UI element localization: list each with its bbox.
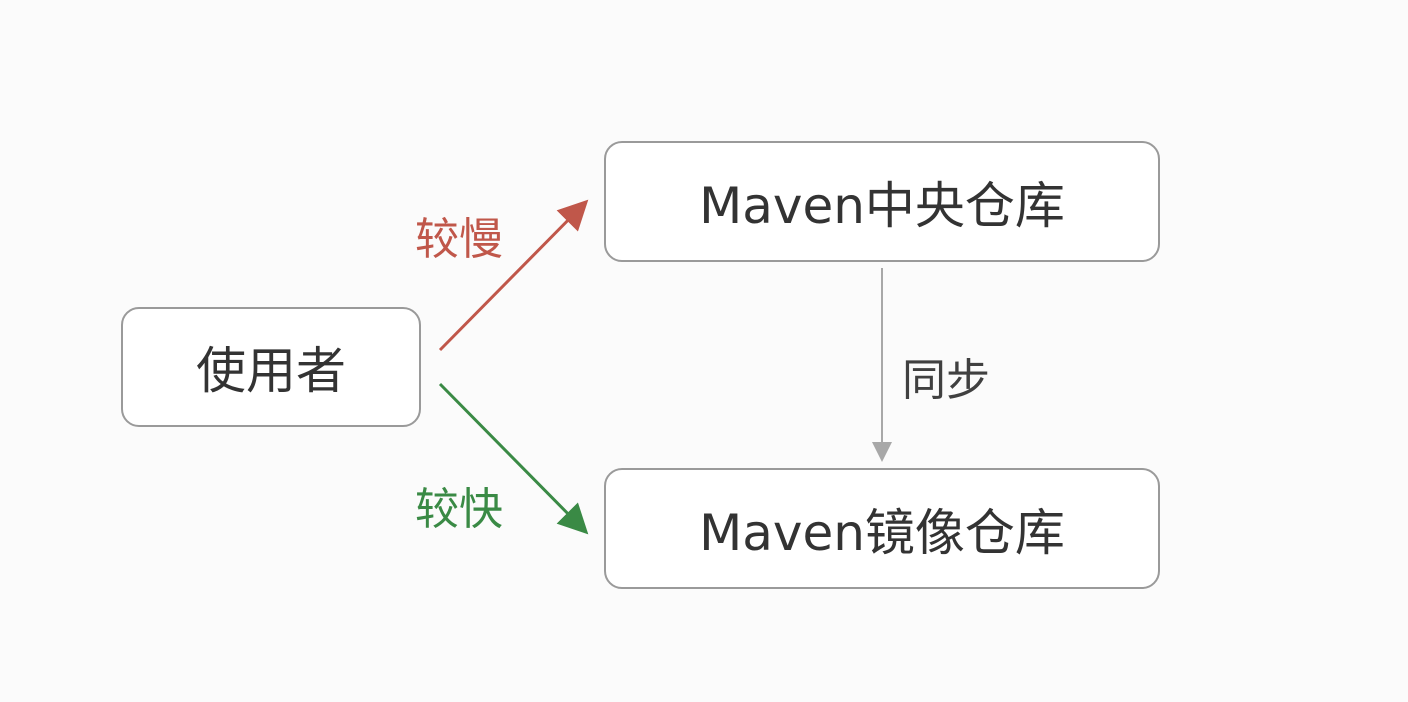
sync-edge-label: 同步 bbox=[902, 355, 990, 406]
slow-edge-label: 较慢 bbox=[415, 214, 503, 265]
user-node-label: 使用者 bbox=[196, 342, 346, 400]
user-node: 使用者 bbox=[121, 307, 421, 427]
central-repo-node: Maven中央仓库 bbox=[604, 141, 1160, 262]
fast-edge-label: 较快 bbox=[415, 484, 503, 535]
mirror-repo-label: Maven镜像仓库 bbox=[699, 503, 1065, 562]
central-repo-label: Maven中央仓库 bbox=[699, 176, 1065, 235]
mirror-repo-node: Maven镜像仓库 bbox=[604, 468, 1160, 589]
